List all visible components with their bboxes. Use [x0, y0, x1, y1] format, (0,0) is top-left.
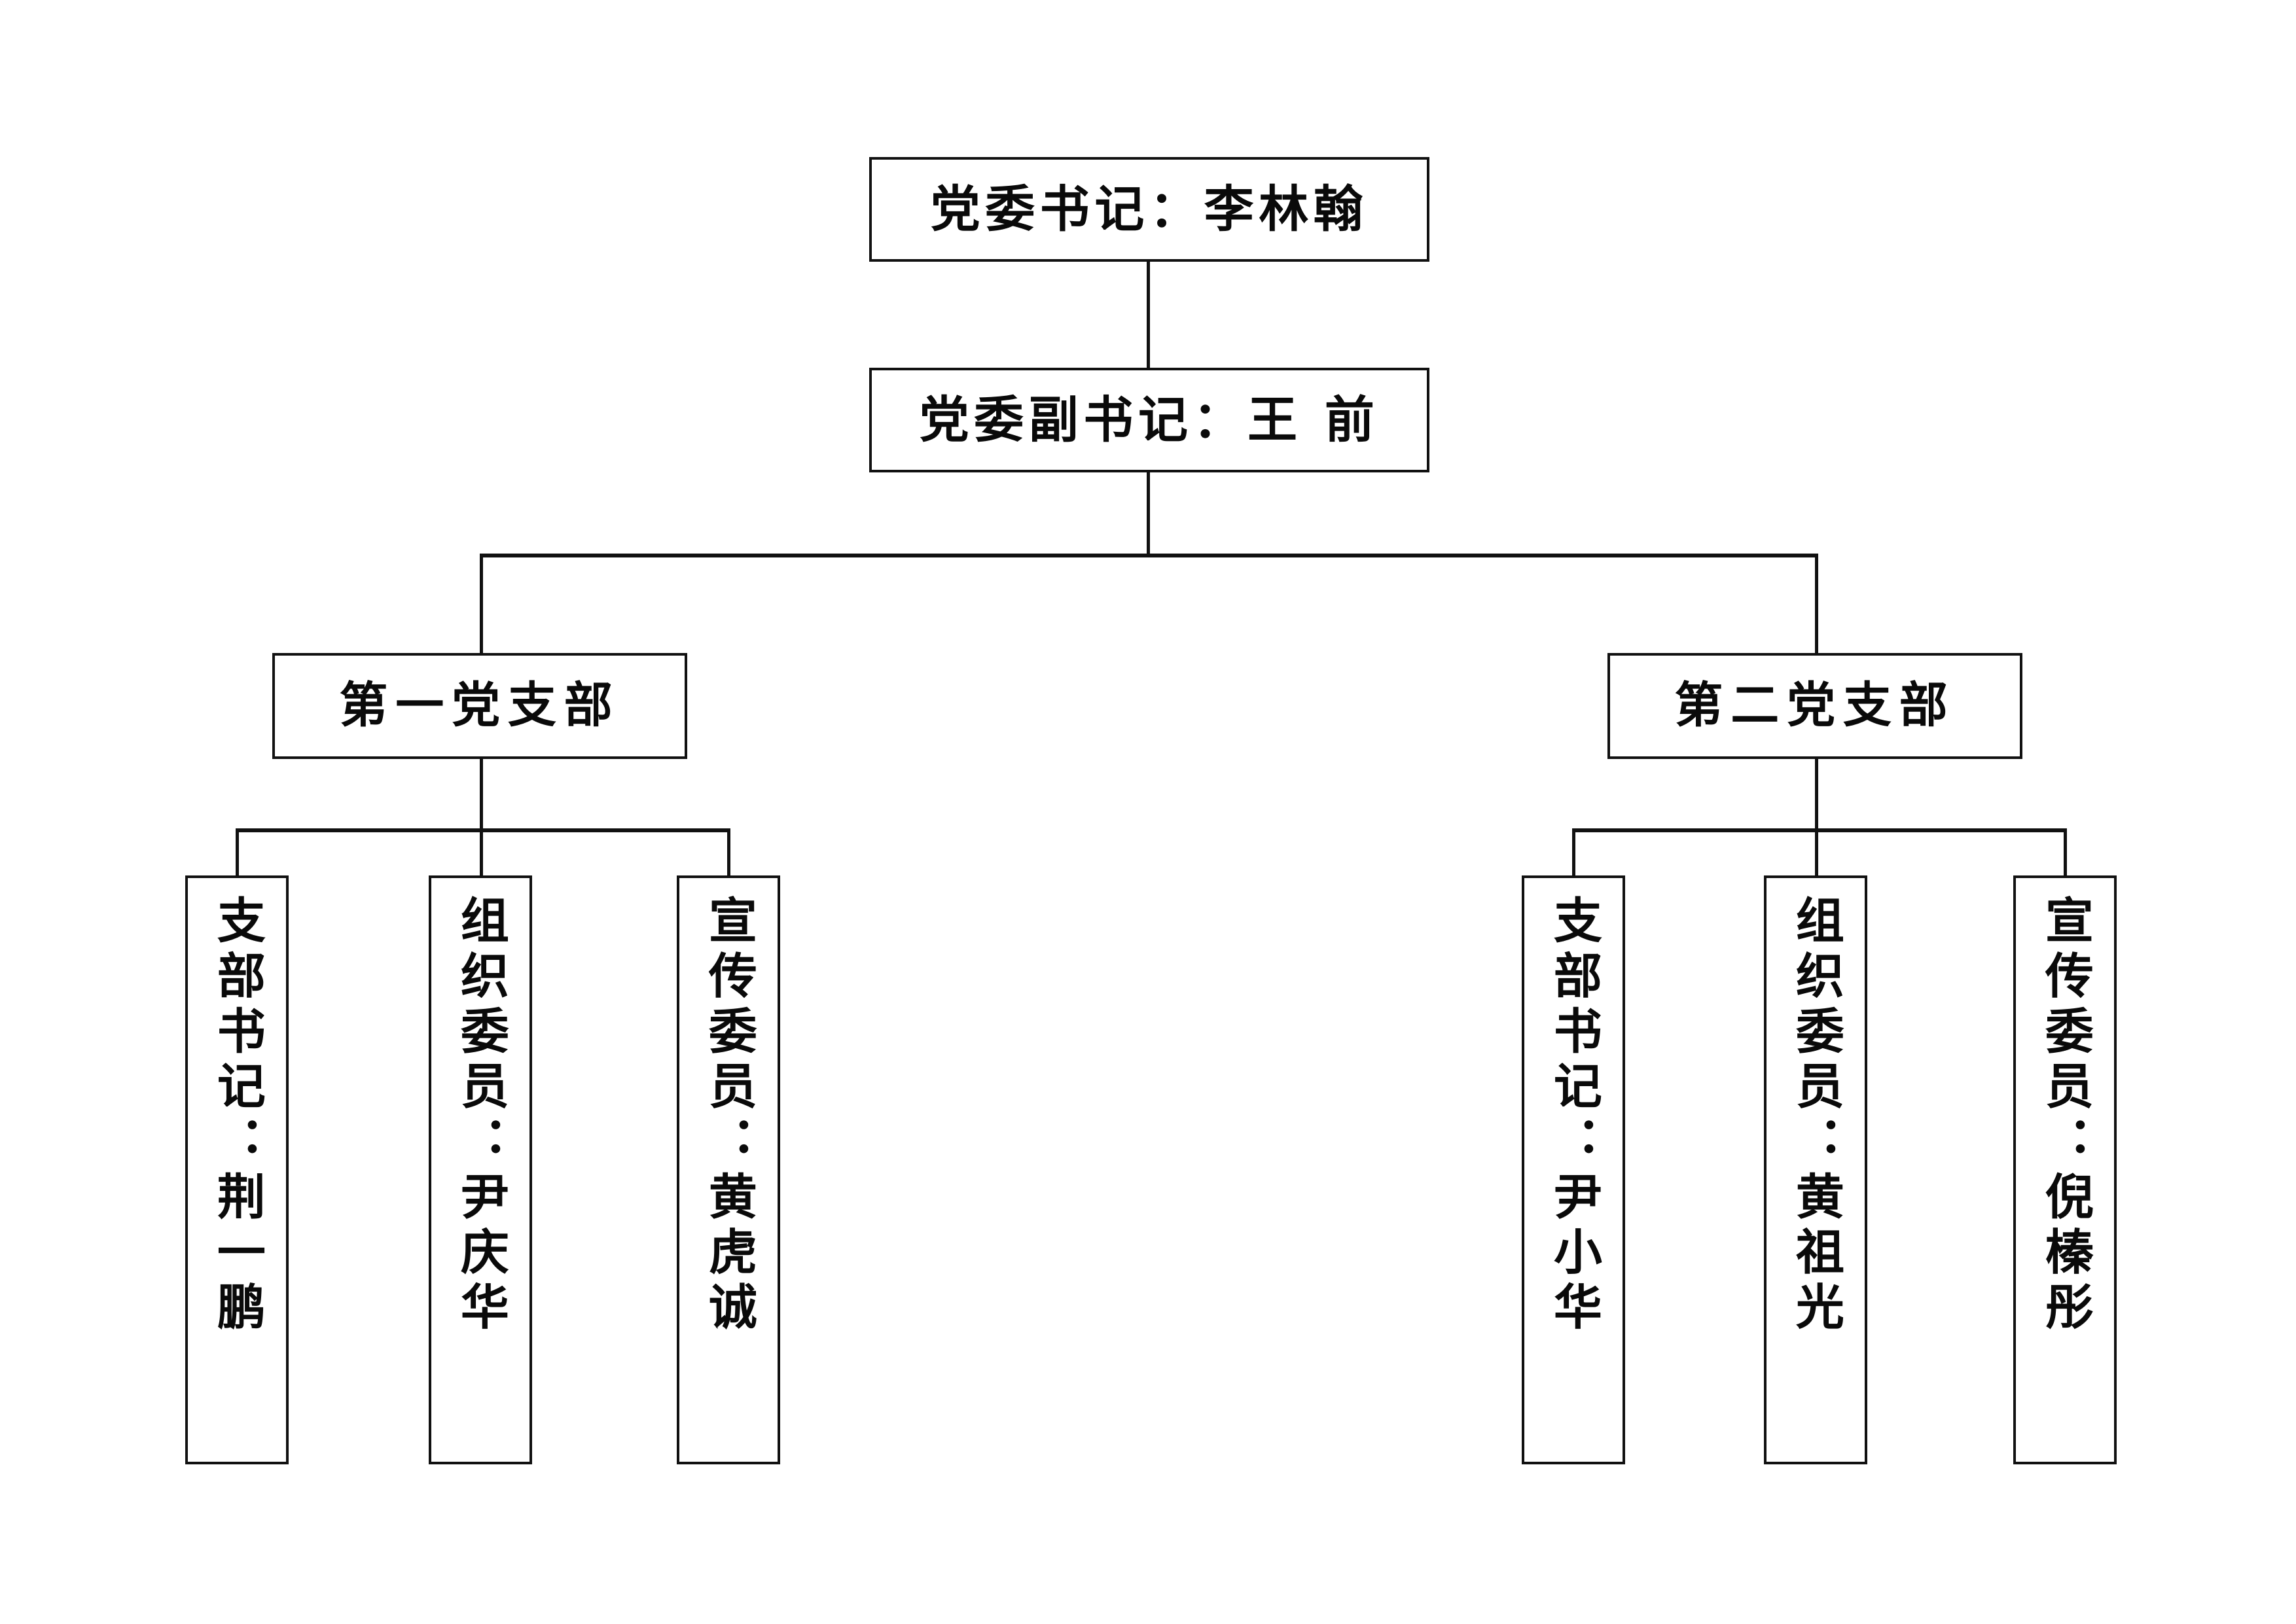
- node-label-first-party-branch: 第一党支部: [339, 677, 620, 734]
- connector-branch2-to-member1: [1572, 828, 1575, 877]
- node-first-party-branch[interactable]: 第一党支部: [272, 653, 687, 759]
- connector-branch2-to-member3: [2064, 828, 2067, 877]
- node-branch2-organization-officer[interactable]: 组织委员：黄祖光: [1764, 875, 1867, 1464]
- node-party-committee-secretary[interactable]: 党委书记：李林翰: [869, 157, 1429, 262]
- node-label-branch2-propaganda-officer: 宣传委员：倪榛彤: [2037, 895, 2094, 1337]
- connector-bus-branch2: [1572, 828, 2067, 832]
- node-branch1-organization-officer[interactable]: 组织委员：尹庆华: [429, 875, 532, 1464]
- connector-bus-to-branch1: [480, 554, 483, 653]
- connector-bus-to-branch2: [1815, 554, 1818, 653]
- node-branch2-secretary[interactable]: 支部书记：尹小华: [1522, 875, 1625, 1464]
- node-branch2-propaganda-officer[interactable]: 宣传委员：倪榛彤: [2013, 875, 2117, 1464]
- node-label-branch2-organization-officer: 组织委员：黄祖光: [1787, 895, 1844, 1337]
- node-label-branch1-organization-officer: 组织委员：尹庆华: [452, 895, 509, 1337]
- connector-branch2-to-member2: [1815, 828, 1818, 877]
- node-branch1-secretary[interactable]: 支部书记：荆一鹏: [185, 875, 289, 1464]
- connector-deputy-drop: [1147, 472, 1150, 556]
- connector-branch1-drop: [480, 759, 483, 831]
- connector-root-to-deputy: [1147, 262, 1150, 368]
- node-label-branch1-secretary: 支部书记：荆一鹏: [209, 895, 266, 1337]
- connector-bus-main: [480, 554, 1818, 557]
- connector-branch1-to-member3: [727, 828, 730, 877]
- connector-branch2-drop: [1815, 759, 1818, 831]
- node-branch1-propaganda-officer[interactable]: 宣传委员：黄虎诚: [677, 875, 780, 1464]
- connector-branch1-to-member1: [236, 828, 239, 877]
- node-label-party-committee-deputy-secretary: 党委副书记：王 前: [919, 391, 1380, 450]
- connector-branch1-to-member2: [480, 828, 483, 877]
- node-label-second-party-branch: 第二党支部: [1674, 677, 1956, 734]
- node-party-committee-deputy-secretary[interactable]: 党委副书记：王 前: [869, 368, 1429, 472]
- connector-bus-branch1: [236, 828, 730, 832]
- node-label-branch1-propaganda-officer: 宣传委员：黄虎诚: [700, 895, 757, 1337]
- node-second-party-branch[interactable]: 第二党支部: [1607, 653, 2022, 759]
- node-label-party-committee-secretary: 党委书记：李林翰: [930, 180, 1369, 239]
- node-label-branch2-secretary: 支部书记：尹小华: [1545, 895, 1602, 1337]
